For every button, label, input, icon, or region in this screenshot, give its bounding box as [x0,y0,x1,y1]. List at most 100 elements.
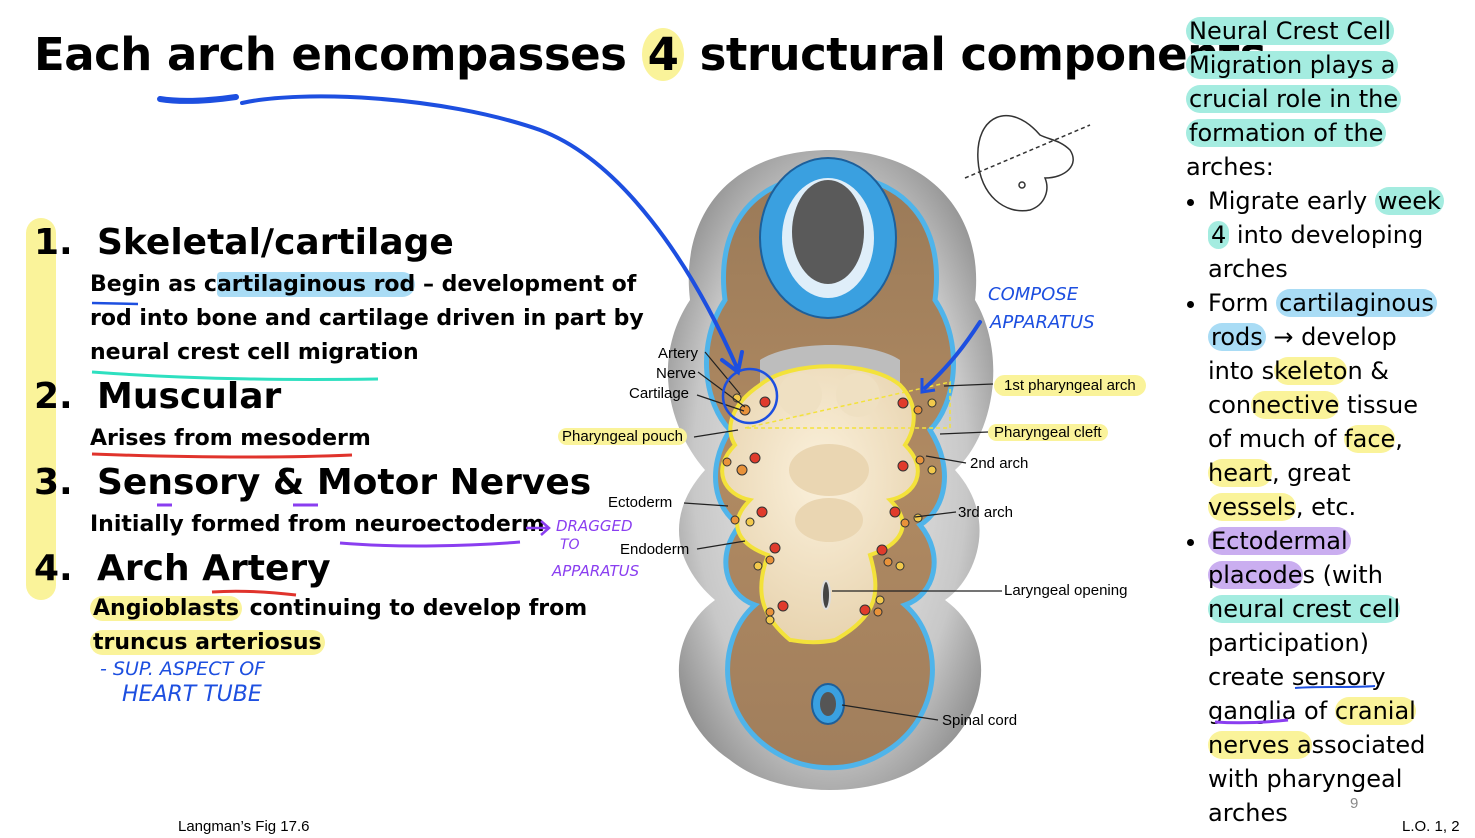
sidebar-intro: Neural Crest Cell Migration plays a cruc… [1180,14,1470,184]
desc-text: Arises from mesoderm [90,426,371,451]
angioblasts-highlight: Angioblasts [90,596,242,621]
component-nerves-description: Initially formed from neuroectoderm [90,508,545,542]
desc-text: – development of [415,272,637,297]
ink-underline-begin [91,301,139,306]
ink-apparatus-2: APPARATUS [552,562,640,580]
t: into developing [1229,221,1424,249]
label-pharyngeal-cleft: Pharyngeal cleft [988,424,1108,441]
intro-line: Neural Crest Cell [1186,17,1395,45]
cartilaginous-rod-highlight: artilaginous rod [216,272,416,297]
t: n & [1347,357,1390,385]
page-number: 9 [1350,795,1359,812]
ink-underline-ganglia [1214,718,1289,725]
nerves-highlight: nerves a [1208,731,1312,759]
label-spinal-cord: Spinal cord [942,712,1018,729]
t: into s [1208,357,1275,385]
ink-arrow-compose [923,320,982,390]
bullet-migrate: Migrate early week 4 into developing arc… [1208,184,1470,286]
ink-dragged: DRAGGED [556,517,633,535]
ink-heart-tube: HEART TUBE [122,682,262,707]
t: participation) [1208,629,1370,657]
ink-sup-aspect: - SUP. ASPECT OF [100,658,266,680]
title-four-highlight: 4 [641,28,685,81]
label-nerve: Nerve [656,365,697,382]
vessels-highlight: vessels [1208,493,1296,521]
item-number: 1. [34,222,73,263]
face-highlight: face [1344,425,1396,453]
t: of much of [1208,425,1345,453]
truncus-highlight: truncus arteriosus [90,630,325,655]
component-artery-description: Angioblasts continuing to develop from t… [90,592,587,660]
intro-line: formation of the [1186,119,1387,147]
intro-line: arches: [1186,153,1274,181]
skeleton-highlight: keleto [1274,357,1348,385]
title-part: structural components. [684,28,1284,81]
numbered-list-highlight [26,218,56,600]
figure-leader-lines [683,351,1002,721]
neural-crest-highlight: neural crest cell [1208,595,1401,623]
bullet-form: Form cartilaginous rods → develop into s… [1208,286,1470,524]
t: tissue [1339,391,1419,419]
desc-text: neuroectoderm [354,512,545,537]
title-arch-word: arch [166,28,277,81]
ink-underline-neuroectoderm [339,540,521,548]
ink-arrow-to-arch [240,94,740,372]
sidebar-bullets: Migrate early week 4 into developing arc… [1180,184,1470,830]
t: ssociated [1311,731,1426,759]
component-artery-heading: 4.Arch Artery [34,548,331,589]
desc-text: Begin [90,272,161,297]
week-highlight: week [1374,187,1444,215]
ectodermal-highlight: Ectodermal [1208,527,1351,555]
ink-underline-muscular [91,452,353,459]
component-nerves-heading: 3.Sensory & Motor Nerves [34,462,591,503]
item-title: Skeletal/cartilage [97,222,454,263]
ink-circle-arch [721,367,779,425]
t: arches [1208,255,1288,283]
label-third-arch: 3rd arch [958,504,1014,521]
intro-line: crucial role in the [1186,85,1402,113]
desc-text: Initially formed from [90,512,355,537]
embryo-sketch [964,115,1091,212]
connective-highlight: nective [1251,391,1340,419]
label-pharyngeal-pouch: Pharyngeal pouch [558,428,687,445]
component-muscular-description: Arises from mesoderm [90,422,371,456]
component-skeletal-description: Begin as cartilaginous rod – development… [90,268,644,370]
ink-compose: COMPOSE [988,284,1079,305]
t: → develop [1265,323,1397,351]
desc-text: continuing to develop from [241,596,588,621]
figure-source: Langman’s Fig 17.6 [178,818,310,835]
item-number: 4. [34,548,73,589]
item-number: 2. [34,376,73,417]
ink-underline-arch [157,94,239,104]
ink-underline-sensory-side [1294,685,1376,689]
t: Form [1208,289,1277,317]
t: , [1395,425,1403,453]
title-part: encompasses [276,28,642,81]
label-artery: Artery [658,345,699,362]
label-first-arch: 1st pharyngeal arch [994,375,1146,396]
item-title: Muscular [97,376,282,417]
placode-highlight: placode [1208,561,1303,589]
desc-text: neural crest cell migration [90,340,419,365]
t: , great [1271,459,1351,487]
rods-highlight: rods [1208,323,1266,351]
item-number: 3. [34,462,73,503]
neural-crest-sidebar: Neural Crest Cell Migration plays a cruc… [1180,14,1470,830]
label-ectoderm: Ectoderm [608,494,673,511]
ink-underline-artery [211,589,297,597]
t: with pharyngeal [1208,765,1403,793]
desc-text: as c [160,272,217,297]
label-second-arch: 2nd arch [970,455,1029,472]
t: Migrate early [1208,187,1375,215]
t: arches [1208,799,1288,827]
cartilaginous-highlight: cartilaginous [1276,289,1437,317]
component-skeletal-heading: 1. Skeletal/cartilage [34,222,454,263]
learning-objectives: L.O. 1, 2 [1402,818,1460,835]
t: s (with [1302,561,1383,589]
heart-highlight: heart [1208,459,1272,487]
t: , etc. [1295,493,1357,521]
label-laryngeal-opening: Laryngeal opening [1004,582,1128,599]
bullet-ectodermal: Ectodermal placodes (with neural crest c… [1208,524,1470,830]
desc-text: rod into bone and cartilage driven in pa… [90,306,644,331]
